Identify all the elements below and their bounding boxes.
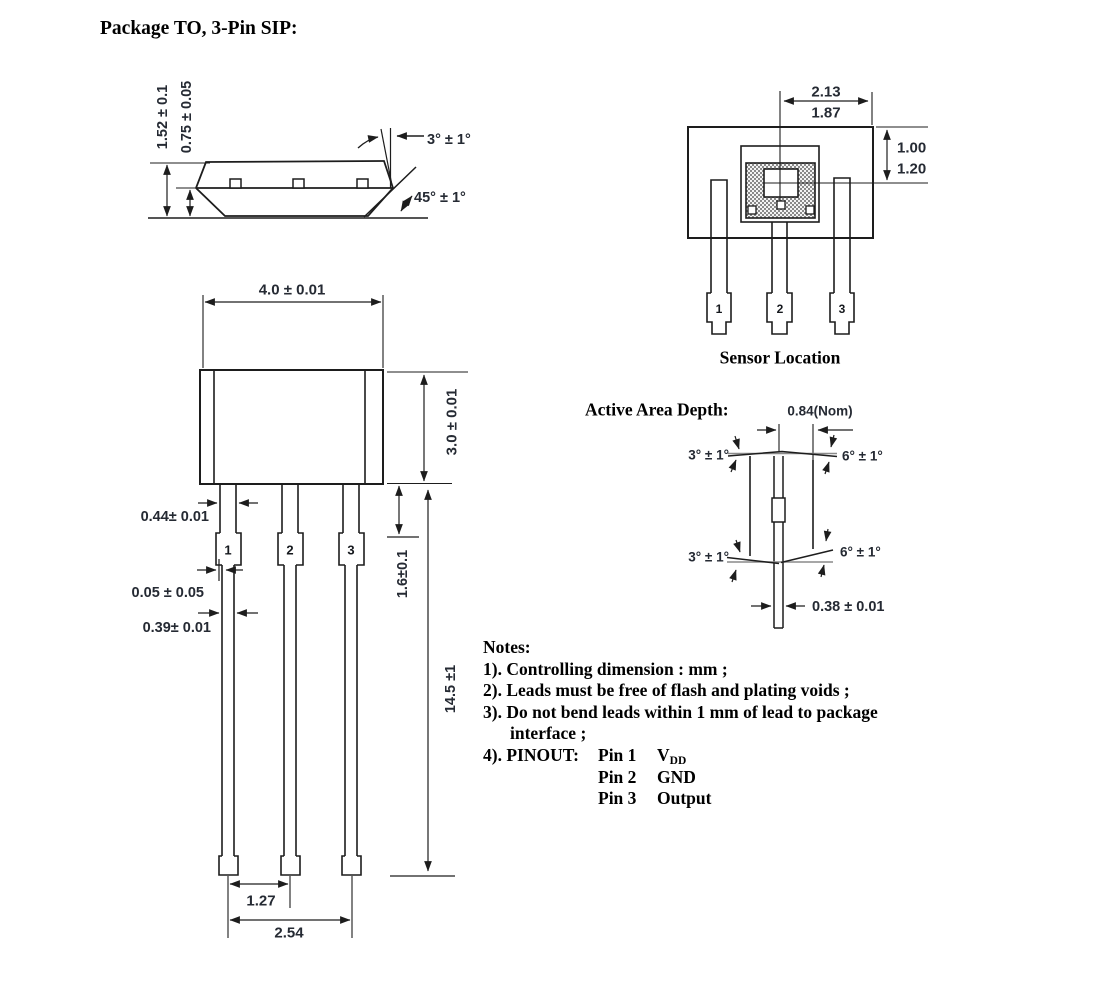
active-area-depth-drawing (726, 424, 853, 629)
angle-top-right-label: 6° ± 1° (842, 448, 883, 464)
pinout-row-2: Pin 2 GND (483, 767, 913, 789)
note-line-3: 3). Do not bend leads within 1 mm of lea… (483, 701, 878, 722)
pinout-row-3: Pin 3 Output (483, 788, 913, 810)
top-view-pin-2-number: 2 (776, 302, 784, 316)
dim-lead-offset-label: 0.05 ± 0.05 (131, 584, 204, 601)
front-view-pin-3-number: 3 (347, 542, 355, 558)
active-area-depth-heading: Active Area Depth: (585, 399, 729, 420)
dim-height-seating-label: 0.75 ± 0.05 (178, 80, 195, 154)
angle-bottom-right-label: 6° ± 1° (840, 544, 881, 560)
dim-top-angle-label: 3° ± 1° (427, 131, 471, 148)
top-view-pin-3-number: 3 (838, 302, 846, 316)
dim-body-height-label: 3.0 ± 0.01 (443, 388, 461, 456)
front-view-drawing (197, 295, 468, 938)
dim-lead-width-lower-label: 0.39± 0.01 (142, 619, 211, 636)
angle-bottom-left-label: 3° ± 1° (688, 549, 729, 565)
dim-width-max-label: 2.13 (811, 83, 841, 101)
dim-shoulder-length-label: 1.6±0.1 (394, 549, 411, 599)
dim-chamfer-angle-label: 45° ± 1° (414, 189, 466, 206)
dim-width-min-label: 1.87 (811, 104, 841, 122)
side-view-drawing (148, 128, 428, 219)
pinout-pin-3: Pin 3 (598, 788, 637, 809)
note-line-2: 2). Leads must be free of flash and plat… (483, 680, 850, 701)
sensor-location-drawing (687, 91, 928, 335)
note-line-1: 1). Controlling dimension : mm ; (483, 658, 728, 679)
angle-top-left-label: 3° ± 1° (688, 447, 729, 463)
note-line-3-cont: interface ; (510, 723, 587, 744)
pinout-pin-2: Pin 2 (598, 766, 637, 787)
dim-nominal-label: 0.84(Nom) (787, 403, 853, 419)
front-view-pin-1-number: 1 (224, 542, 232, 558)
vdd-subscript: DD (669, 754, 687, 767)
page-title: Package TO, 3-Pin SIP: (100, 18, 298, 39)
dim-height-total-label: 1.52 ± 0.1 (154, 84, 171, 150)
notes-heading: Notes: (483, 637, 531, 657)
top-view-pin-1-number: 1 (715, 302, 723, 316)
pinout-signal-2: GND (657, 766, 696, 787)
notes-block: Notes: 1). Controlling dimension : mm ; … (483, 637, 913, 810)
pinout-heading: 4). PINOUT: (483, 744, 579, 765)
pinout-signal-3: Output (657, 788, 712, 809)
dim-lead-width-aa-label: 0.38 ± 0.01 (812, 598, 885, 615)
dim-lead-pitch-label: 1.27 (246, 892, 276, 910)
pinout-pin-1: Pin 1 (598, 744, 637, 765)
dim-lead-width-upper-label: 0.44± 0.01 (140, 508, 209, 525)
dim-depth-min-label: 1.00 (897, 139, 927, 157)
front-view-pin-2-number: 2 (286, 542, 294, 558)
pinout-signal-1: VDD (657, 744, 687, 767)
dim-lead-length-label: 14.5 ±1 (442, 664, 459, 714)
pinout-row-1: 4). PINOUT: Pin 1 VDD (483, 745, 913, 767)
dim-body-width-label: 4.0 ± 0.01 (258, 281, 326, 299)
dim-depth-max-label: 1.20 (897, 160, 927, 178)
dim-lead-span-label: 2.54 (274, 924, 304, 942)
sensor-location-caption: Sensor Location (719, 347, 841, 368)
